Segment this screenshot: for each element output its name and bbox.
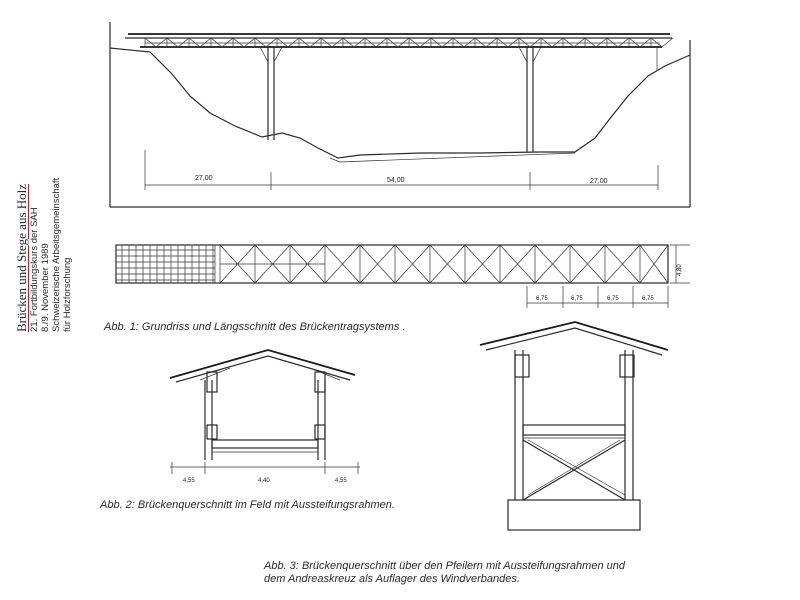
figure-1-caption: Abb. 1: Grundriss und Längsschnitt des B… [104,321,406,333]
fig2-dim-left: 4,55 [183,478,195,484]
figure-2-caption: Abb. 2: Brückenquerschnitt im Feld mit A… [100,499,395,511]
span-label-3: 27,00 [590,178,608,185]
bay-label-1: 6,75 [536,296,548,302]
bay-label-2: 6,75 [571,296,583,302]
span-dimension-line [144,150,659,190]
truss-girder [125,33,674,48]
figure-2-cross-section [169,349,360,474]
plan-bay-dimensions [526,286,669,308]
bay-label-4: 6,75 [642,296,654,302]
figure-3-caption-line-2: dem Andreaskreuz als Auflager des Windve… [264,573,520,585]
pier-left [259,46,283,140]
bay-label-3: 6,75 [607,296,619,302]
fig2-dim-center: 4,40 [258,478,270,484]
span-label-2: 54,00 [387,177,405,184]
terrain-profile [109,47,691,159]
span-label-1: 27,00 [195,175,213,182]
fig2-dim-right: 4,55 [335,478,347,484]
pier-right [518,46,542,152]
figure-3-caption-line-1: Abb. 3: Brückenquerschnitt über den Pfei… [264,560,625,572]
plan-view [115,244,690,284]
figure-3-cross-section [479,321,669,531]
plan-width-label: 4,80 [677,264,683,276]
riverbed-line [329,152,576,163]
